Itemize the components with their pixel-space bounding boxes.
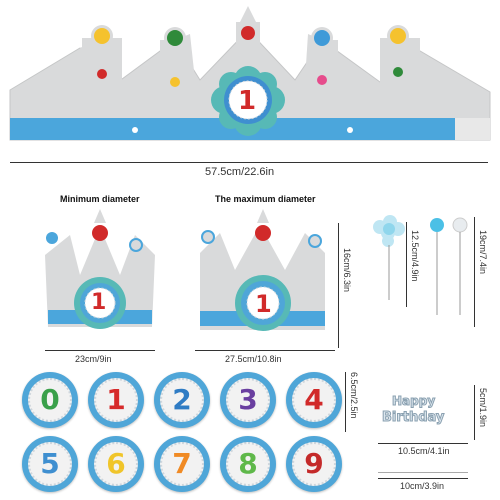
pick-height-label: 19cm/7.4in bbox=[478, 230, 488, 275]
max-width-line bbox=[195, 350, 335, 351]
max-crown bbox=[200, 209, 325, 331]
number-badge-8: 8 bbox=[220, 436, 276, 492]
number-badge-4: 4 bbox=[286, 372, 342, 428]
velcro-strip bbox=[455, 118, 490, 140]
topper-width-label: 10.5cm/4.1in bbox=[398, 446, 450, 456]
stick-length-label: 10cm/3.9in bbox=[400, 481, 445, 491]
large-crown bbox=[9, 6, 491, 141]
badge-face: 3 bbox=[226, 378, 270, 422]
ball-cluster-topper bbox=[373, 215, 405, 300]
max-width-label: 27.5cm/10.8in bbox=[225, 354, 282, 364]
min-width-line bbox=[45, 350, 155, 351]
min-width-label: 23cm/9in bbox=[75, 354, 112, 364]
number-badge-7: 7 bbox=[154, 436, 210, 492]
crown-length-line bbox=[10, 162, 488, 163]
number-badge-6: 6 bbox=[88, 436, 144, 492]
crown-flower bbox=[211, 66, 285, 136]
pick-height-line bbox=[474, 217, 475, 327]
dot-green bbox=[167, 30, 183, 46]
number-badge-2: 2 bbox=[154, 372, 210, 428]
badge-number: 0 bbox=[40, 383, 60, 416]
dot-yellow bbox=[94, 28, 110, 44]
badge-face: 6 bbox=[94, 442, 138, 486]
topper-line-1: Happy bbox=[391, 394, 436, 409]
topper-line-2: Birthday bbox=[381, 410, 445, 426]
badge-face: 2 bbox=[160, 378, 204, 422]
min-crown bbox=[45, 209, 155, 329]
ball-picks bbox=[430, 217, 468, 315]
badge-number: 4 bbox=[304, 383, 324, 416]
badge-face: 4 bbox=[292, 378, 336, 422]
max-crown-number: 1 bbox=[255, 290, 272, 318]
topper-height-label: 5cm/1.9in bbox=[478, 388, 488, 428]
topper-stick bbox=[378, 472, 468, 473]
dot-blue bbox=[314, 30, 330, 46]
happy-birthday-topper: Happy Birthday bbox=[378, 392, 463, 437]
badge-number: 5 bbox=[40, 447, 60, 480]
number-badge-5: 5 bbox=[22, 436, 78, 492]
number-badge-1: 1 bbox=[88, 372, 144, 428]
badge-number: 6 bbox=[106, 447, 126, 480]
badge-number: 9 bbox=[304, 447, 324, 480]
badge-diameter-line bbox=[345, 372, 346, 432]
badge-face: 9 bbox=[292, 442, 336, 486]
stick-length-line bbox=[378, 478, 468, 479]
number-badge-3: 3 bbox=[220, 372, 276, 428]
badge-face: 1 bbox=[94, 378, 138, 422]
badge-face: 7 bbox=[160, 442, 204, 486]
number-badge-9: 9 bbox=[286, 436, 342, 492]
max-diameter-heading: The maximum diameter bbox=[215, 194, 316, 204]
topper-width-line bbox=[378, 443, 468, 444]
crowns-comparison bbox=[45, 209, 325, 331]
crown-length-label: 57.5cm/22.6in bbox=[205, 166, 275, 178]
min-crown-number: 1 bbox=[91, 290, 107, 315]
badge-number: 1 bbox=[106, 383, 126, 416]
min-diameter-heading: Minimum diameter bbox=[60, 194, 140, 204]
ball-topper-height-line bbox=[406, 222, 407, 307]
badge-number: 3 bbox=[238, 383, 258, 416]
crown-height-line bbox=[338, 223, 339, 348]
cake-picks bbox=[373, 215, 468, 315]
badge-diameter-label: 6.5cm/2.5in bbox=[349, 372, 359, 419]
dot-red bbox=[241, 26, 255, 40]
dot-yellow-right bbox=[390, 28, 406, 44]
number-badge-0: 0 bbox=[22, 372, 78, 428]
badge-face: 8 bbox=[226, 442, 270, 486]
badge-number: 2 bbox=[172, 383, 192, 416]
badge-number: 7 bbox=[172, 447, 192, 480]
ball-topper-height-label: 12.5cm/4.9in bbox=[410, 230, 420, 282]
crown-height-label: 16cm/6.3in bbox=[342, 248, 352, 293]
crown-badge-number: 1 bbox=[238, 86, 257, 116]
topper-height-line bbox=[474, 385, 475, 440]
badge-number: 8 bbox=[238, 447, 258, 480]
badge-face: 5 bbox=[28, 442, 72, 486]
badge-face: 0 bbox=[28, 378, 72, 422]
